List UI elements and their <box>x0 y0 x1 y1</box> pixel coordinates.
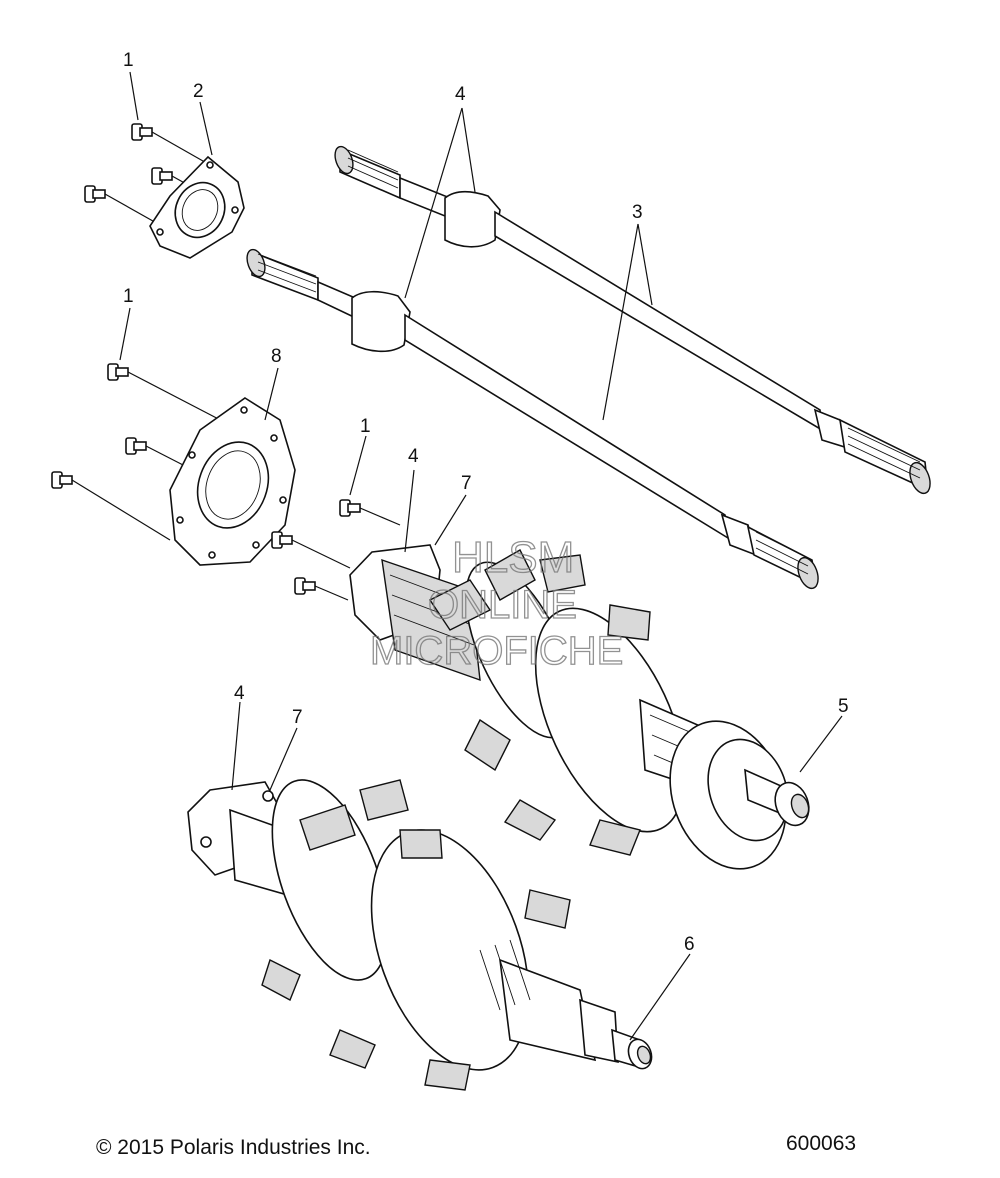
bolt-mid-3 <box>51 471 73 489</box>
bolt-cluster-2 <box>271 531 293 549</box>
callout-7-upper: 7 <box>461 473 472 494</box>
callout-8: 8 <box>271 346 282 367</box>
callout-7-lower: 7 <box>292 707 303 728</box>
callout-1-cluster: 1 <box>360 416 371 437</box>
callout-4-top: 4 <box>455 84 466 105</box>
gear-cluster-lower <box>187 779 653 1091</box>
callout-3: 3 <box>632 202 643 223</box>
output-shaft-upper <box>334 145 931 495</box>
callout-4-lower: 4 <box>234 683 245 704</box>
bolt-top-1 <box>131 123 153 141</box>
bolt-top-3 <box>84 185 106 203</box>
callout-4-cluster: 4 <box>408 446 419 467</box>
bearing-plate-large <box>169 397 296 566</box>
diagram-part-number: 600063 <box>786 1132 857 1155</box>
bolt-mid-1 <box>107 363 129 381</box>
copyright-notice: © 2015 Polaris Industries Inc. <box>96 1136 371 1159</box>
watermark-line-1: HLSM <box>452 533 574 582</box>
bolt-top-2 <box>151 167 173 185</box>
watermark-line-2: ONLINE <box>428 583 577 627</box>
callout-2: 2 <box>193 81 204 102</box>
bolt-mid-2 <box>125 437 147 455</box>
watermark-line-3: MICROFICHE <box>370 629 623 673</box>
callout-1-top: 1 <box>123 50 134 71</box>
callout-1-mid: 1 <box>123 286 134 307</box>
callout-6: 6 <box>684 934 695 955</box>
gear-cluster-upper <box>349 544 810 870</box>
bolt-cluster-1 <box>339 499 361 517</box>
output-shaft-lower <box>246 248 819 590</box>
bolt-cluster-3 <box>294 577 316 595</box>
callout-5: 5 <box>838 696 849 717</box>
retainer-plate-small <box>149 155 245 259</box>
